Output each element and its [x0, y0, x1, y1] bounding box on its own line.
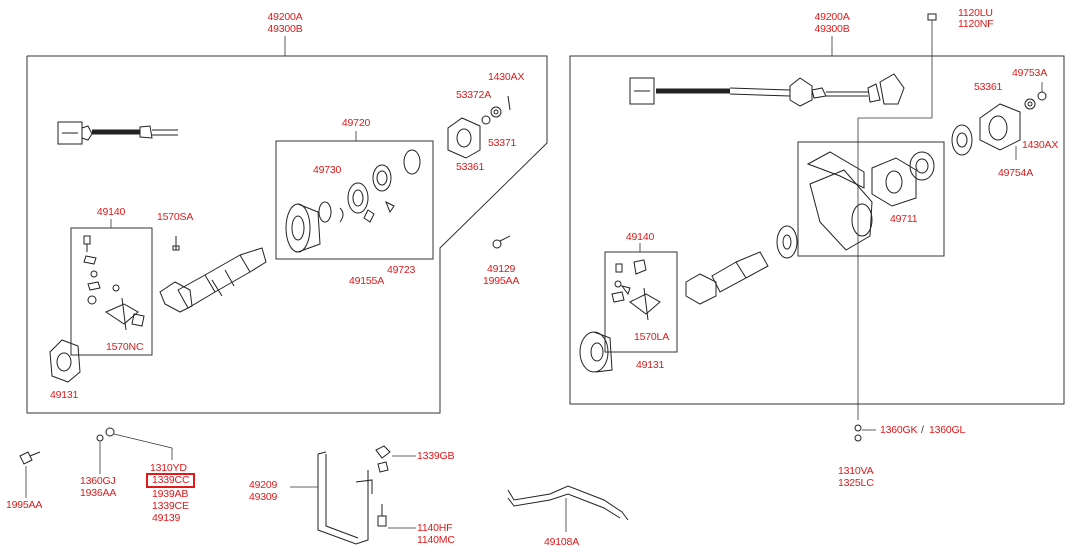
label-1570nc[interactable]: 1570NC	[106, 341, 144, 353]
label-49139[interactable]: 49139	[152, 512, 181, 524]
right-joint-group-frame	[604, 251, 678, 353]
label-1339gb[interactable]: 1339GB	[417, 450, 455, 462]
label-1140mc[interactable]: 1140MC	[417, 534, 455, 546]
label-1430ax-left[interactable]: 1430AX	[488, 71, 525, 83]
bottom-bolt-1995aa	[19, 451, 41, 498]
right-drive-shaft	[685, 225, 798, 305]
left-flange-53361	[447, 95, 511, 159]
label-49300b-right[interactable]: 49300B	[814, 23, 850, 35]
label-49309[interactable]: 49309	[249, 491, 278, 503]
label-1360gj[interactable]: 1360GJ	[80, 475, 116, 487]
mount-bolt-stack	[854, 13, 937, 442]
label-1325lc[interactable]: 1325LC	[838, 477, 874, 489]
label-49754a[interactable]: 49754A	[998, 167, 1034, 179]
left-bearing-group-frame	[275, 140, 434, 260]
label-49131-left[interactable]: 49131	[50, 389, 79, 401]
left-top-shaft	[57, 121, 178, 145]
left-joint-group-frame	[70, 227, 153, 356]
label-1939ab[interactable]: 1939AB	[152, 488, 189, 500]
label-1936aa[interactable]: 1936AA	[80, 487, 117, 499]
label-1120nf[interactable]: 1120NF	[958, 18, 994, 30]
label-49711[interactable]: 49711	[890, 213, 918, 225]
label-49155a[interactable]: 49155A	[349, 275, 385, 287]
label-53361-left[interactable]: 53361	[456, 161, 485, 173]
bracket-49209	[290, 445, 416, 545]
label-1995aa-mid[interactable]: 1995AA	[483, 275, 520, 287]
label-1310yd[interactable]: 1310YD	[150, 462, 187, 474]
label-1570la[interactable]: 1570LA	[634, 331, 670, 343]
label-1310va[interactable]: 1310VA	[838, 465, 874, 477]
left-assembly-frame	[26, 55, 548, 414]
label-49753a[interactable]: 49753A	[1012, 67, 1048, 79]
bolt-49129	[492, 235, 511, 249]
label-49720[interactable]: 49720	[341, 117, 371, 129]
label-53371[interactable]: 53371	[488, 137, 517, 149]
right-joint-parts	[611, 259, 661, 321]
label-1339cc-selected[interactable]: 1339CC	[145, 473, 196, 488]
left-yoke-49131	[49, 339, 81, 383]
right-top-shaft	[629, 73, 905, 107]
label-49730[interactable]: 49730	[313, 164, 342, 176]
label-1339ce[interactable]: 1339CE	[152, 500, 189, 512]
label-49140-right[interactable]: 49140	[625, 231, 655, 243]
strap-49108a	[507, 485, 629, 532]
label-49129[interactable]: 49129	[487, 263, 516, 275]
label-slash: /	[921, 424, 924, 436]
right-housing-group-frame	[797, 141, 945, 257]
label-49723[interactable]: 49723	[387, 264, 416, 276]
label-49200a-right[interactable]: 49200A	[814, 11, 850, 23]
bolt-1570sa	[172, 236, 180, 251]
label-53361-right[interactable]: 53361	[974, 81, 1003, 93]
label-49209[interactable]: 49209	[249, 479, 278, 491]
left-bearing-parts	[285, 149, 421, 253]
label-49108a[interactable]: 49108A	[544, 536, 580, 548]
left-joint-parts	[83, 235, 145, 331]
right-flange-49131	[579, 331, 613, 373]
label-49300b-left[interactable]: 49300B	[267, 23, 303, 35]
label-1120lu[interactable]: 1120LU	[958, 7, 993, 19]
bottom-bolt-1360gj	[96, 427, 173, 474]
label-1570sa[interactable]: 1570SA	[157, 211, 194, 223]
left-drive-shaft	[159, 247, 267, 313]
label-1995aa-bottom[interactable]: 1995AA	[6, 499, 43, 511]
label-1140hf[interactable]: 1140HF	[417, 522, 453, 534]
label-1360gl[interactable]: 1360GL	[929, 424, 966, 436]
label-49200a-left[interactable]: 49200A	[267, 11, 303, 23]
right-housing-parts	[806, 151, 935, 251]
label-1360gk[interactable]: 1360GK	[880, 424, 918, 436]
label-49131-right[interactable]: 49131	[636, 359, 665, 371]
right-flange-53361	[951, 82, 1047, 160]
label-53372a[interactable]: 53372A	[456, 89, 492, 101]
label-49140-left[interactable]: 49140	[96, 206, 126, 218]
right-assembly-frame	[569, 55, 1065, 405]
label-1430ax-right[interactable]: 1430AX	[1022, 139, 1059, 151]
